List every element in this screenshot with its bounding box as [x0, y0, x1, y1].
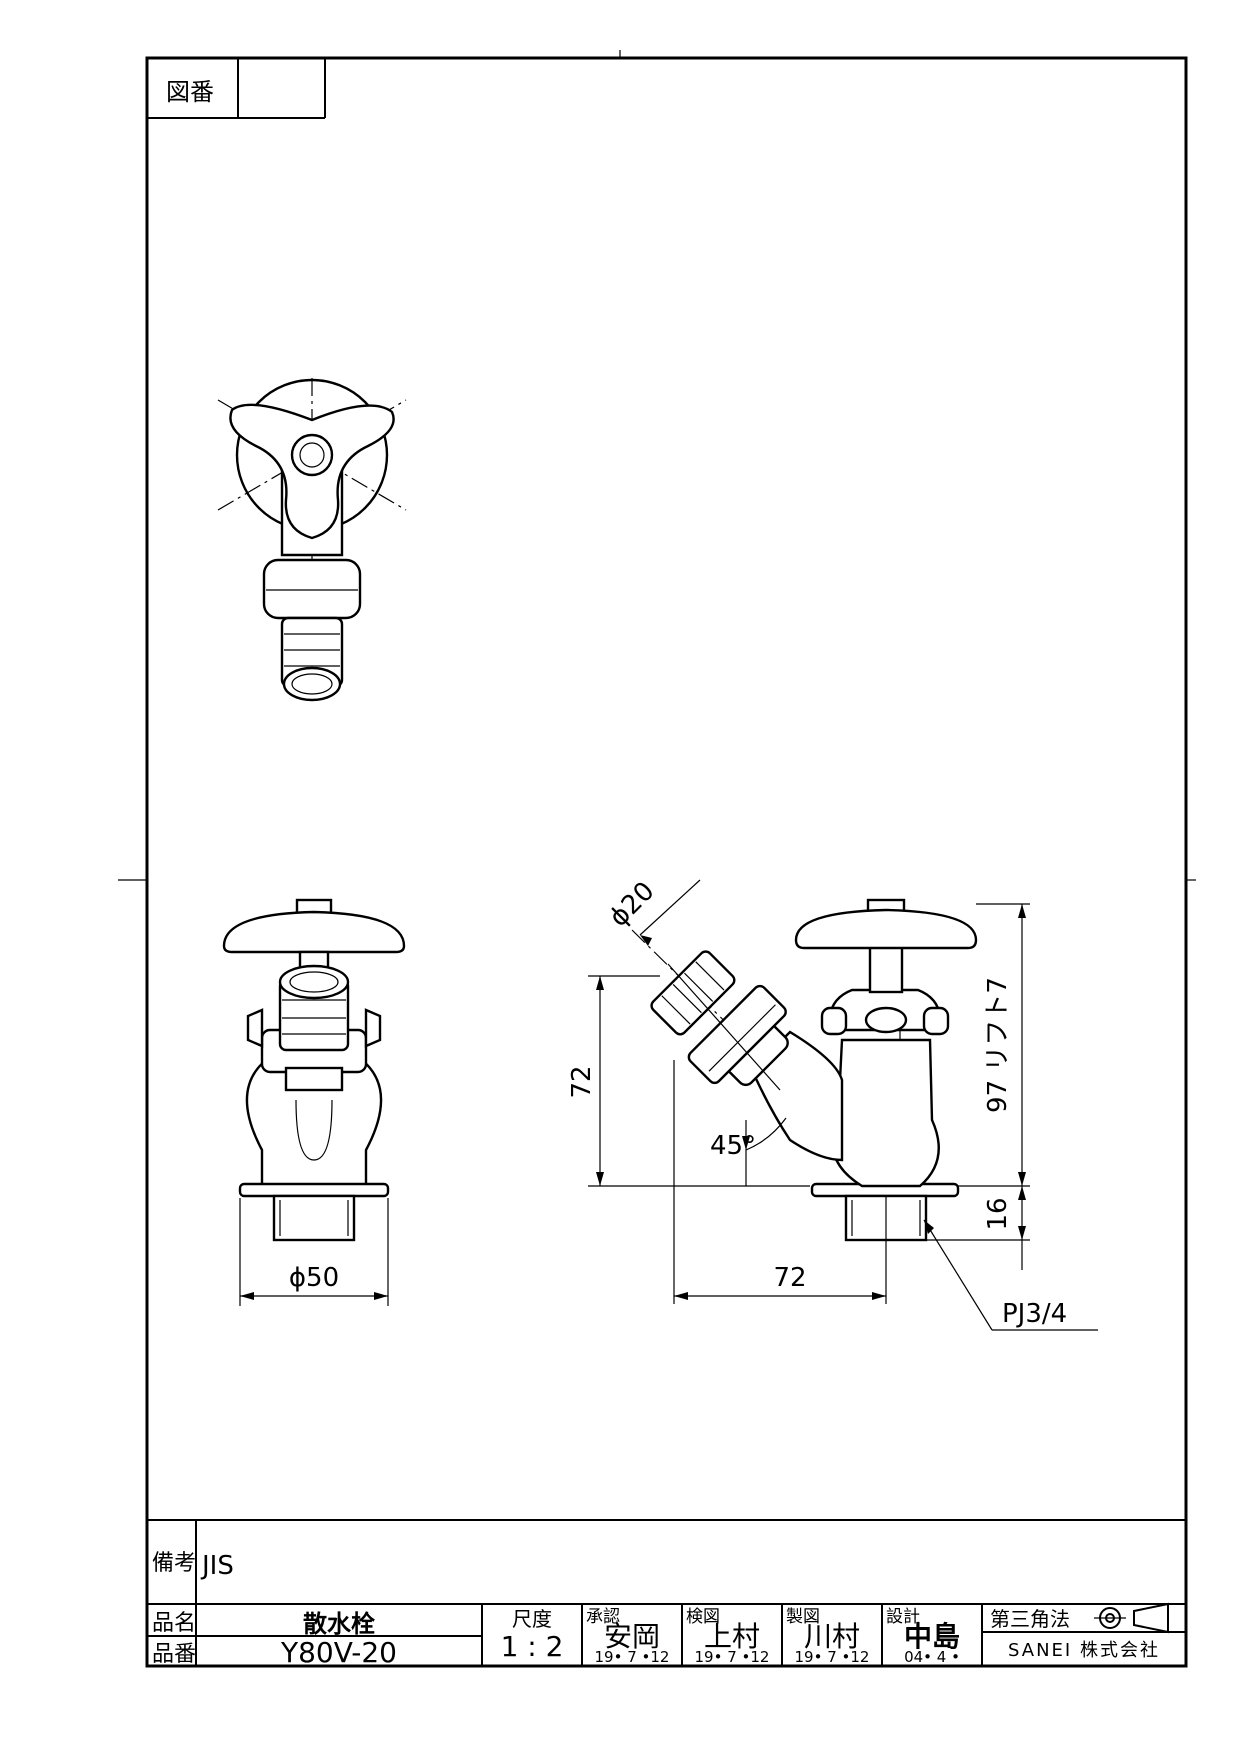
dim-base-diameter: ϕ50	[289, 1263, 339, 1293]
remarks-label: 備考	[152, 1551, 196, 1576]
scale-label: 尺度	[512, 1607, 552, 1631]
approval-name-2: 上村	[704, 1620, 760, 1653]
dim-angle: 45°	[710, 1131, 756, 1161]
approval-date-1: 19• 7 •12	[595, 1648, 670, 1666]
approval-name-4: 中島	[904, 1620, 960, 1653]
approval-name-3: 川村	[804, 1620, 860, 1653]
front-view-base	[238, 1182, 390, 1198]
dim-thread: PJ3/4	[1002, 1299, 1067, 1329]
remarks-value: JIS	[200, 1551, 234, 1581]
dim-width-bottom: 72	[773, 1263, 806, 1293]
projection-label: 第三角法	[990, 1607, 1070, 1631]
drawing-number-box: 図番	[147, 58, 326, 119]
approval-date-4: 04• 4 •	[904, 1648, 960, 1666]
front-view-handle	[222, 910, 406, 954]
dim-height-left: 72	[567, 1065, 597, 1098]
drawing-frame	[145, 56, 1188, 1668]
product-number-label: 品番	[152, 1642, 196, 1667]
approval-date-3: 19• 7 •12	[795, 1648, 870, 1666]
approval-role-2: 検図	[686, 1607, 720, 1627]
approval-date-2: 19• 7 •12	[695, 1648, 770, 1666]
approval-role-1: 承認	[586, 1607, 620, 1627]
top-view	[217, 378, 407, 702]
approval-name-1: 安岡	[604, 1620, 660, 1653]
product-name-label: 品名	[152, 1611, 196, 1636]
scale-value: 1 : 2	[501, 1630, 564, 1663]
side-view-body	[831, 1038, 940, 1188]
front-view: ϕ50	[222, 898, 406, 1306]
dim-height-right: 97 リフト7	[983, 977, 1013, 1113]
product-number-value: Y80V-20	[280, 1636, 397, 1669]
approval-role-4: 設計	[886, 1607, 920, 1627]
top-view-coupling	[262, 558, 362, 620]
side-view: ϕ20 72 72 45° 97 リフト7 16	[567, 876, 1098, 1331]
product-name-value: 散水栓	[303, 1610, 375, 1638]
third-angle-projection-icon	[1094, 1602, 1169, 1634]
dim-base-height: 16	[983, 1197, 1013, 1230]
front-view-thread	[272, 1194, 356, 1242]
approval-role-3: 製図	[786, 1607, 820, 1627]
drawing-number-label: 図番	[166, 78, 214, 106]
title-block: 備考 JIS 品名 散水栓 品番 Y80V-20 尺度 1 : 2 承認 安岡 …	[147, 1519, 1186, 1669]
company-name: SANEI 株式会社	[1008, 1640, 1160, 1661]
side-view-handle	[794, 908, 978, 950]
top-view-screw	[290, 433, 334, 477]
